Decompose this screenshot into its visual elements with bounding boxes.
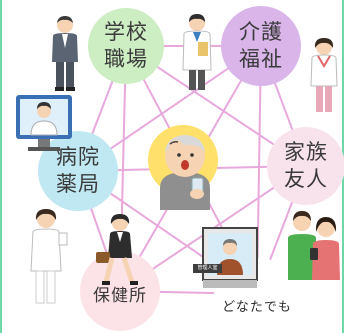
node-care-line2: 福祉 bbox=[239, 47, 283, 71]
doctor-icon bbox=[182, 14, 212, 90]
node-health-center-label: 保健所 bbox=[93, 285, 147, 306]
room-sign: 管理人室 bbox=[193, 264, 222, 273]
node-health-center: 保健所 bbox=[80, 251, 160, 331]
worried-elderly-person-icon bbox=[160, 135, 210, 210]
node-anyone-label: どなたでも bbox=[222, 299, 292, 315]
care-worker-icon bbox=[310, 38, 338, 112]
node-family-line1: 家族 bbox=[284, 140, 328, 164]
node-family-line2: 友人 bbox=[284, 167, 328, 191]
node-school-workplace: 学校 職場 bbox=[88, 8, 164, 84]
node-care-line1: 介護 bbox=[239, 20, 283, 44]
node-hospital-pharmacy: 病院 薬局 bbox=[38, 131, 118, 211]
node-school-line2: 職場 bbox=[104, 47, 148, 71]
nurse-icon bbox=[30, 209, 68, 304]
running-businesswoman-icon bbox=[96, 214, 138, 285]
office-worker-icon bbox=[52, 16, 78, 91]
node-hospital-line1: 病院 bbox=[56, 145, 100, 169]
node-family-friends: 家族 友人 bbox=[267, 127, 344, 205]
family-couple-icon bbox=[288, 211, 340, 280]
node-hospital-line2: 薬局 bbox=[56, 172, 100, 196]
node-care-welfare: 介護 福祉 bbox=[221, 6, 301, 86]
online-doctor-icon bbox=[16, 95, 72, 151]
node-school-line1: 学校 bbox=[104, 20, 148, 44]
building-manager-icon bbox=[202, 227, 258, 288]
